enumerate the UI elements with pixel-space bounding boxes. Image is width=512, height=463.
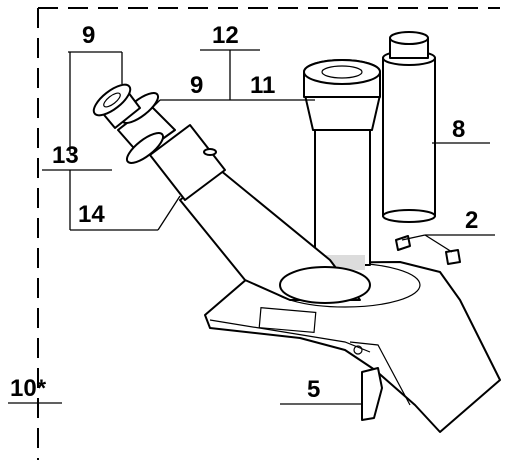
spare-eyepiece [382,31,436,223]
callout-spare-eyepiece: 8 [452,116,465,143]
callout-labels: 9 9 12 11 8 2 13 14 5 10* [10,22,478,403]
callout-eyepiece-tube: 12 [212,22,239,49]
screws [395,235,461,265]
callout-boundary: 10* [10,375,47,402]
callout-clip: 5 [307,376,320,403]
microscope-base [204,261,501,433]
callout-tube-left-a: 13 [52,142,79,169]
callout-vertical-tube: 11 [250,72,275,99]
inclined-tube [92,83,371,304]
callout-screws: 2 [465,207,478,234]
dashed-boundary-frame [37,7,500,460]
callout-tube-left-b: 14 [78,201,105,228]
callout-eyepiece-center: 9 [190,72,203,99]
vertical-tube [303,59,381,270]
callout-eyepiece-left: 9 [82,22,95,49]
clip [361,367,383,421]
leader-lines [8,49,495,405]
